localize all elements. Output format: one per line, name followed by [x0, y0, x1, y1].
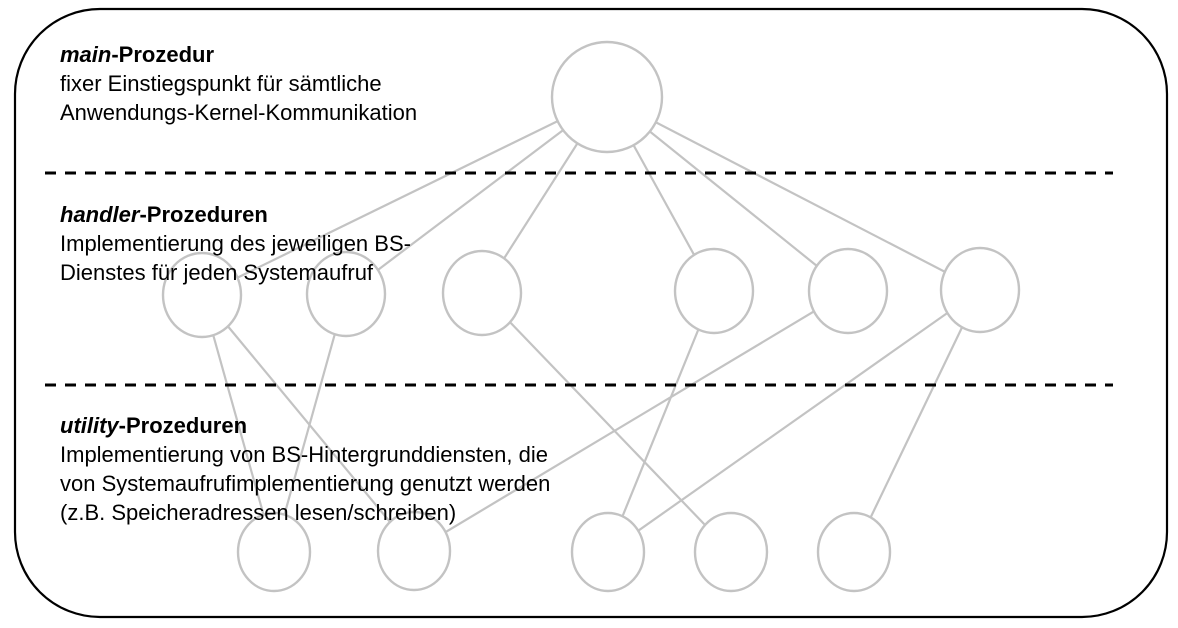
main-section-title: main-Prozedur — [60, 40, 417, 69]
utility-node-u3 — [570, 511, 646, 593]
edge-h5-u2 — [413, 290, 849, 552]
handler-node-h2 — [305, 250, 387, 338]
handler-node-h5 — [807, 247, 889, 335]
main-section-label: main-Prozedur fixer Einstiegspunkt für s… — [60, 40, 417, 127]
utility-section-line-1: Implementierung von BS-Hintergrunddienst… — [60, 442, 548, 467]
main-section-line-2: Anwendungs-Kernel-Kommunikation — [60, 100, 418, 125]
main-title-rest-part: -Prozedur — [111, 42, 215, 67]
handler-node-h6 — [939, 246, 1021, 334]
handler-section-label: handler-Prozeduren Implementierung des j… — [60, 200, 411, 287]
utility-section-line-2: von Systemaufrufimplementierung genutzt … — [60, 471, 551, 496]
edge-h3-u4 — [481, 292, 732, 553]
handler-section-line-1: Implementierung des jeweiligen BS- — [60, 231, 411, 256]
outer-border — [13, 7, 1169, 619]
edge-h1-u2 — [201, 294, 415, 552]
handler-section-title: handler-Prozeduren — [60, 200, 411, 229]
handler-node-h3 — [441, 249, 523, 337]
edge-h4-u3 — [606, 290, 716, 553]
handler-node-h4 — [673, 247, 755, 335]
utility-title-italic-part: utility — [60, 413, 119, 438]
main-section-line-1: fixer Einstiegspunkt für sämtliche — [60, 71, 382, 96]
edge-main-h1 — [201, 96, 608, 296]
handler-section-line-2: Dienstes für jeden Systemaufruf — [60, 260, 374, 285]
edge-h6-u5 — [853, 289, 981, 553]
utility-node-u5 — [816, 511, 892, 593]
main-title-italic-part: main — [60, 42, 112, 67]
edge-h6-u3 — [607, 289, 981, 553]
utility-node-u2 — [376, 510, 452, 592]
utility-section-label: utility-Prozeduren Implementierung von B… — [60, 411, 550, 527]
handler-node-h1 — [161, 251, 243, 339]
handler-title-italic-part: handler — [60, 202, 140, 227]
edge-h2-u1 — [272, 293, 348, 553]
utility-section-title: utility-Prozeduren — [60, 411, 550, 440]
utility-node-u1 — [236, 511, 312, 593]
handler-title-rest-part: -Prozeduren — [139, 202, 268, 227]
utility-title-rest-part: -Prozeduren — [118, 413, 248, 438]
edge-h1-u1 — [200, 294, 276, 553]
utility-node-u4 — [693, 511, 769, 593]
edge-main-h6 — [606, 96, 981, 291]
main-node-main — [550, 40, 664, 154]
utility-section-line-3: (z.B. Speicheradressen lesen/schreiben) — [60, 500, 457, 525]
